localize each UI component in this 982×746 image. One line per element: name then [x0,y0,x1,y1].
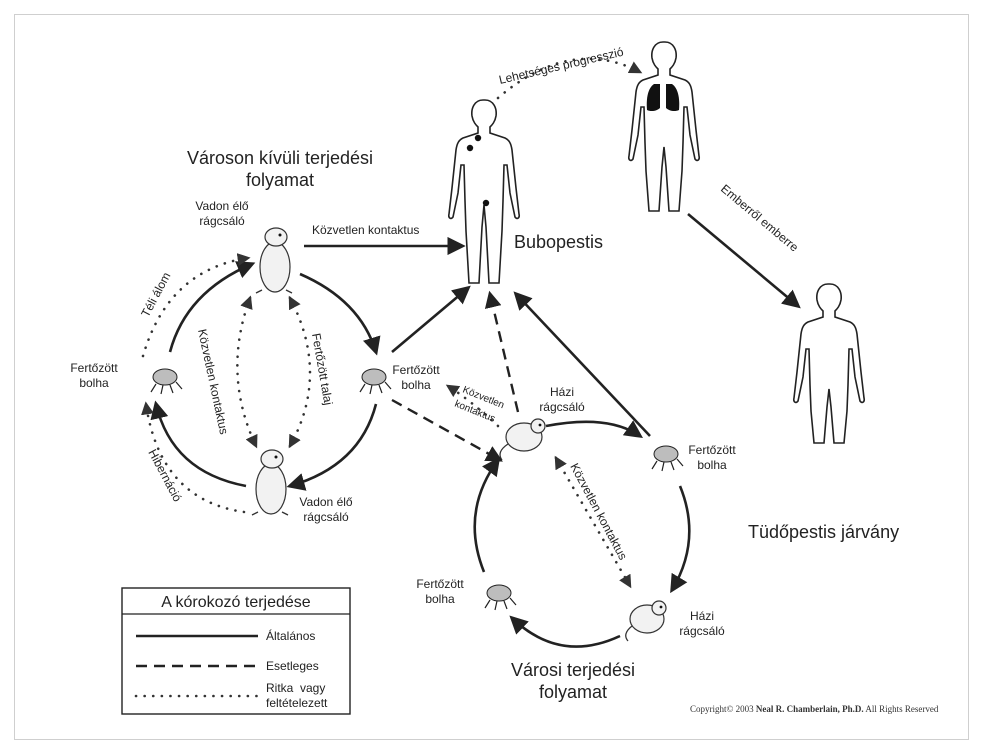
wild-rodent-top-icon [256,228,292,293]
wild-rodent-top-line2: rágcsáló [199,214,245,228]
bubonic-label: Bubopestis [514,232,603,252]
legend-rare-line2: feltételezett [266,696,328,710]
sylvatic-title-line2: folyamat [246,170,314,190]
urban-title-line1: Városi terjedési [511,660,635,680]
flea-left-line2: bolha [79,376,109,390]
copyright-text: Copyright© 2003 Neal R. Chamberlain, Ph.… [690,704,939,714]
winter-sleep-label: Téli álom [138,270,173,320]
flea-right-line2: bolha [697,458,727,472]
flea-middle-line1: Fertőzött [392,363,440,377]
infected-soil-label: Fertőzött talaj [309,332,335,406]
arrow-flea-middle-to-human [392,288,468,352]
person-to-person-label: Emberről emberre [718,182,801,255]
house-rodent-center-line1: Házi [550,385,574,399]
flea-bottom-line1: Fertőzött [416,577,464,591]
flea-bottom-icon [485,585,516,610]
house-rodent-right-line2: rágcsáló [679,624,725,638]
arrow-house-rodent-to-flea-bottom [512,618,620,647]
wild-rodent-bottom-icon [252,450,288,515]
bubo-neck-dot [475,135,481,141]
urban-title-line2: folyamat [539,682,607,702]
legend: A kórokozó terjedése Általános Esetleges… [122,588,350,714]
sylvatic-title-line1: Városon kívüli terjedési [187,148,373,168]
hibernation-label: Hibernáció [145,447,184,505]
human-figure-bubonic [449,100,519,283]
possible-progression-label: Lehetséges progresszió [498,45,626,87]
house-rodent-right-icon [626,601,666,641]
house-rodent-center-line2: rágcsáló [539,400,585,414]
flea-middle-line2: bolha [401,378,431,392]
flea-middle-icon [360,369,391,394]
arrow-flea-right-to-house-rodent [672,486,689,590]
flea-right-icon [652,446,683,471]
legend-occasional-label: Esetleges [266,659,319,673]
arrow-infected-soil-left [237,298,256,446]
arrow-flea-middle-to-wild-bottom [290,404,376,486]
wild-rodent-top-line1: Vadon élő [195,199,248,213]
arrow-flea-bottom-to-house-rodent [475,460,498,572]
house-rodent-center-icon [500,419,545,460]
pneumonic-label: Tüdőpestis járvány [748,522,899,542]
human-figure-pneumonic [629,42,699,211]
flea-bottom-line2: bolha [425,592,455,606]
human-figure-secondary [794,284,864,443]
wild-rodent-bottom-line1: Vadon élő [299,495,352,509]
legend-title: A kórokozó terjedése [161,594,311,611]
legend-rare-line1: Ritka vagy [266,681,325,695]
flea-left-line1: Fertőzött [70,361,118,375]
arrow-house-rodent-to-flea-right [546,422,640,436]
flea-left-icon [151,369,182,394]
arrow-direct-contact-urban [556,458,630,586]
arrow-infected-soil-right [290,298,310,446]
direct-contact-top-label: Közvetlen kontaktus [312,223,419,237]
house-rodent-right-line1: Házi [690,609,714,623]
arrow-flea-right-to-human [516,294,650,436]
direct-contact-left-label: Közvetlen kontaktus [195,328,231,436]
bubo-groin-dot [483,200,489,206]
bubo-armpit-dot [467,145,473,151]
direct-contact-urban-label: Közvetlen kontaktus [567,461,630,562]
wild-rodent-bottom-line2: rágcsáló [303,510,349,524]
arrow-house-rodent-to-human [490,294,518,412]
legend-general-label: Általános [266,628,315,643]
flea-right-line1: Fertőzött [688,443,736,457]
